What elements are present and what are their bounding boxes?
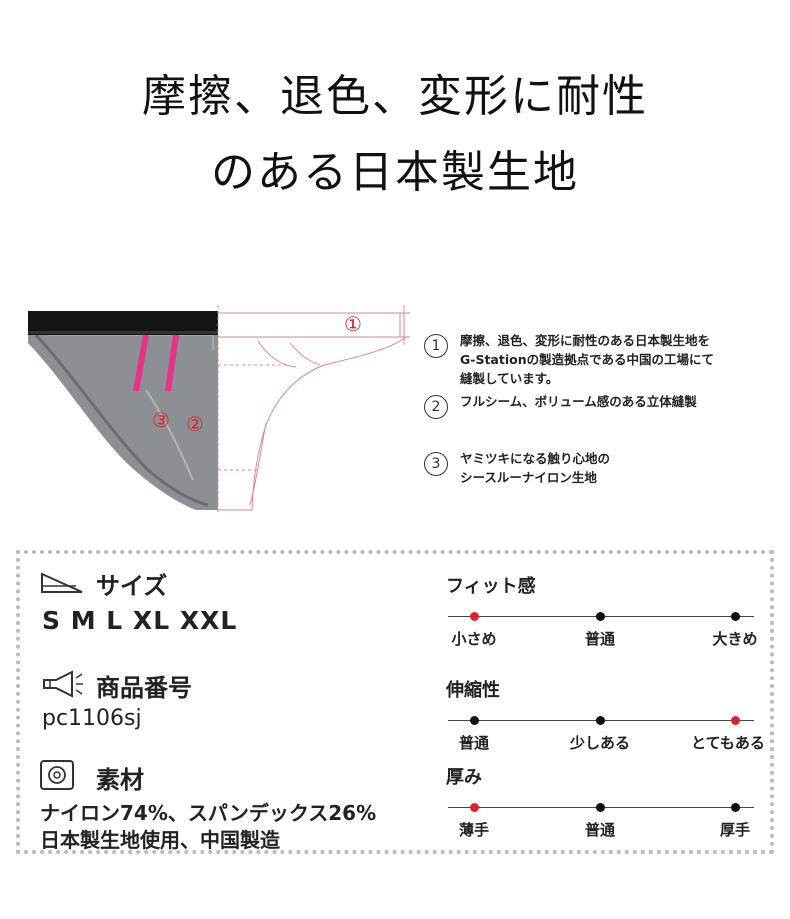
- scale-dot-selected: [469, 802, 479, 812]
- scale-dot: [730, 802, 740, 812]
- headline-line-1: 摩擦、退色、変形に耐性: [142, 71, 648, 122]
- scale-dot: [595, 611, 605, 621]
- diagram-marker-3: ③: [152, 408, 170, 432]
- scale-dot-selected: [469, 611, 479, 621]
- feature-text: フルシーム、ボリューム感のある立体縫製: [460, 392, 697, 411]
- feature-line: フルシーム、ボリューム感のある立体縫製: [460, 394, 697, 409]
- brief-photo: ③ ②: [28, 311, 218, 510]
- scale-title: フィット感: [446, 576, 536, 597]
- diagram-marker-1: ①: [344, 312, 362, 336]
- scale-label: 普通: [458, 734, 490, 752]
- headline-line-2: のある日本製生地: [211, 147, 579, 198]
- material-origin: 日本製生地使用、中国製造: [40, 828, 280, 852]
- scale-label: 薄手: [458, 821, 490, 839]
- scale-title: 厚み: [446, 767, 482, 788]
- material-heading: 素材: [96, 766, 144, 794]
- product-diagram: ③ ② ①: [28, 305, 410, 515]
- feature-line: ヤミツキになる触り心地の: [460, 451, 611, 466]
- scale-label: 大きめ: [712, 630, 758, 648]
- scale-label: 普通: [584, 630, 616, 648]
- scale-dot: [595, 715, 605, 725]
- product-number-value: pc1106sj: [42, 706, 142, 731]
- feature-number: 1: [424, 334, 448, 358]
- diagram-marker-2: ②: [186, 412, 204, 436]
- feature-line: 縫製しています。: [460, 371, 559, 386]
- scale-label: とてもある: [691, 734, 765, 752]
- feature-number: 2: [424, 395, 448, 419]
- scale-label: 小さめ: [451, 630, 497, 648]
- feature-line: G-Stationの製造拠点である中国の工場にて: [460, 352, 714, 367]
- feature-line: 摩擦、退色、変形に耐性のある日本製生地を: [460, 333, 711, 348]
- feature-line: シースルーナイロン生地: [460, 470, 597, 485]
- spec-box: [16, 550, 774, 854]
- size-heading: サイズ: [96, 572, 168, 600]
- brief-line-drawing: [217, 305, 410, 515]
- feature-text: ヤミツキになる触り心地の シースルーナイロン生地: [460, 449, 610, 487]
- material-composition: ナイロン74%、スパンデックス26%: [40, 801, 377, 825]
- ruler-triangle-icon: [41, 572, 83, 593]
- megaphone-icon: [43, 670, 83, 698]
- product-number-heading: 商品番号: [96, 674, 192, 702]
- scale-label: 厚手: [719, 821, 751, 839]
- scale-dot: [469, 715, 479, 725]
- scale-dot: [730, 611, 740, 621]
- fabric-roll-icon: [40, 760, 74, 790]
- scale-label: 普通: [584, 821, 616, 839]
- scale-label: 少しある: [569, 734, 631, 752]
- feature-text: 摩擦、退色、変形に耐性のある日本製生地を G-Stationの製造拠点である中国…: [460, 331, 714, 388]
- scale-dot: [595, 802, 605, 812]
- scale-dot-selected: [730, 715, 740, 725]
- feature-number: 3: [424, 452, 448, 476]
- scale-title: 伸縮性: [446, 680, 500, 701]
- size-value: S M L XL XXL: [42, 606, 238, 635]
